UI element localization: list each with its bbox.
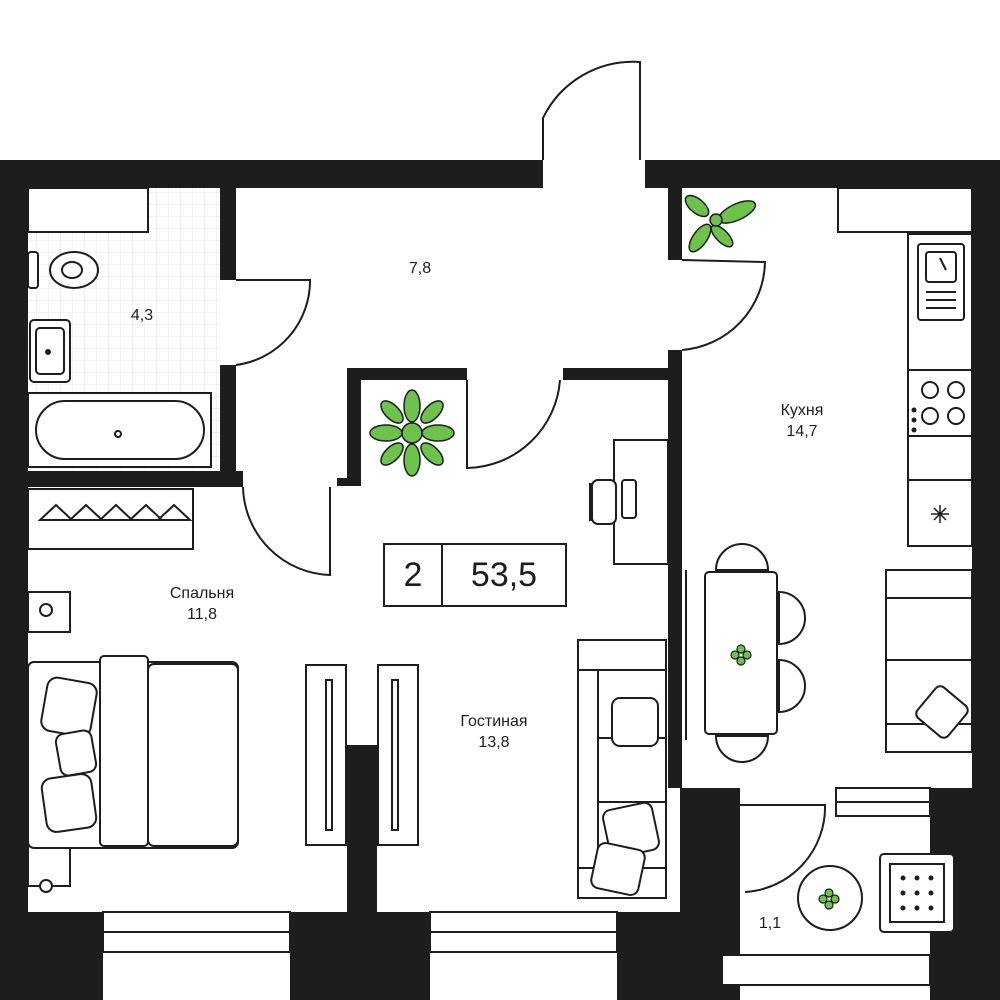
kitchen-plant-icon bbox=[684, 194, 757, 253]
hall-area: 7,8 bbox=[408, 260, 432, 277]
wardrobe-icon bbox=[27, 488, 194, 550]
bed-icon bbox=[27, 655, 239, 849]
bedroom-area: 11,8 bbox=[187, 606, 217, 623]
walls bbox=[0, 160, 1000, 1000]
kitchen-name: Кухня bbox=[780, 402, 824, 419]
sofa-icon bbox=[577, 639, 667, 899]
living-name: Гостиная bbox=[460, 713, 528, 730]
kitchen-sink-icon bbox=[917, 243, 965, 321]
table-plant-icon bbox=[730, 644, 752, 666]
toilet-icon bbox=[27, 251, 99, 289]
windows bbox=[27, 187, 973, 986]
chair-icon bbox=[714, 543, 806, 763]
doors bbox=[235, 60, 827, 893]
kitchen-label: Кухня 14,7 bbox=[752, 400, 852, 442]
bathtub-icon bbox=[27, 392, 212, 468]
balcony-chair-icon bbox=[879, 853, 955, 933]
bedroom-mirror bbox=[305, 664, 347, 846]
balcony-label: 1,1 bbox=[740, 913, 800, 934]
bedroom-name: Спальня bbox=[169, 585, 235, 602]
balcony-railing bbox=[835, 787, 931, 817]
bathroom-area: 4,3 bbox=[130, 307, 154, 324]
bedroom-label: Спальня 11,8 bbox=[142, 583, 262, 625]
balcony-plant-icon bbox=[818, 888, 840, 910]
total-area: 53,5 bbox=[470, 555, 538, 594]
nightstand-icon bbox=[27, 591, 71, 893]
hall-label: 7,8 bbox=[380, 258, 460, 279]
kitchen-sofa-icon bbox=[885, 569, 973, 753]
bathroom-label: 4,3 bbox=[102, 305, 182, 326]
desk-icon bbox=[589, 439, 669, 565]
stove-icon bbox=[911, 381, 965, 433]
rooms-count: 2 bbox=[385, 545, 443, 605]
sink-icon bbox=[29, 319, 71, 383]
apartment-badge: 2 53,5 bbox=[383, 543, 567, 607]
plant-icon bbox=[369, 389, 455, 477]
living-label: Гостиная 13,8 bbox=[434, 711, 554, 753]
living-mirror bbox=[377, 664, 419, 846]
balcony-table-icon bbox=[797, 865, 863, 931]
kitchen-area: 14,7 bbox=[786, 423, 818, 440]
living-area: 13,8 bbox=[478, 734, 510, 751]
fridge-icon bbox=[931, 505, 949, 523]
balcony-area: 1,1 bbox=[758, 915, 782, 932]
